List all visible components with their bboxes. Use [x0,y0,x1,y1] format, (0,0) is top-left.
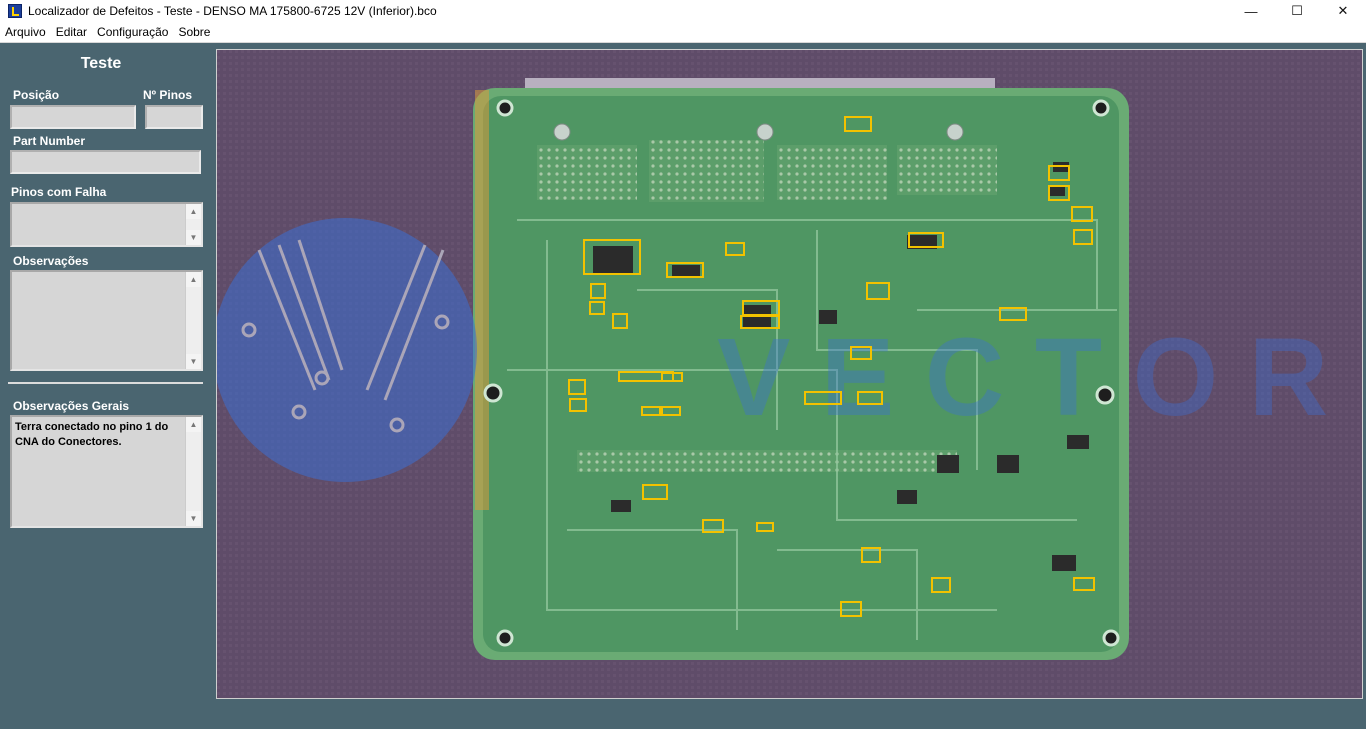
scroll-up-icon[interactable]: ▲ [186,272,201,287]
menu-configuracao[interactable]: Configuração [97,25,169,39]
svg-text:V E C T O R: V E C T O R [717,316,1328,439]
pcb-board [473,88,1129,660]
board-image-viewer[interactable]: V E C T O R [216,49,1363,699]
minimize-button[interactable]: — [1228,0,1274,22]
obs-gerais-scrollbar[interactable]: ▲ ▼ [185,417,201,526]
scroll-up-icon[interactable]: ▲ [186,204,201,219]
menu-editar[interactable]: Editar [55,25,88,39]
scroll-down-icon[interactable]: ▼ [186,354,201,369]
maximize-icon: ☐ [1291,3,1303,18]
pinos-falha-label: Pinos com Falha [11,185,107,199]
window-title: Localizador de Defeitos - Teste - DENSO … [28,4,437,18]
menu-bar: Arquivo Editar Configuração Sobre [0,22,1366,43]
part-number-label: Part Number [13,134,86,148]
pinos-falha-scrollbar[interactable]: ▲ ▼ [185,204,201,245]
maximize-button[interactable]: ☐ [1274,0,1320,22]
menu-arquivo[interactable]: Arquivo [5,25,46,39]
info-panel: Teste Posição Nº Pinos Part Number Pinos… [0,43,216,729]
scroll-up-icon[interactable]: ▲ [186,417,201,432]
panel-divider [8,382,203,384]
observacoes-scrollbar[interactable]: ▲ ▼ [185,272,201,369]
panel-title: Teste [80,55,122,72]
menu-sobre[interactable]: Sobre [178,25,211,39]
scroll-down-icon[interactable]: ▼ [186,511,201,526]
observacoes-label: Observações [13,254,89,268]
title-bar: Localizador de Defeitos - Teste - DENSO … [0,0,1366,22]
observacoes-field[interactable]: ▲ ▼ [10,270,203,371]
watermark-logo: V E C T O R [217,218,1328,482]
pinos-falha-field[interactable]: ▲ ▼ [10,202,203,247]
obs-gerais-label: Observações Gerais [13,399,130,413]
pinos-field[interactable] [145,105,203,129]
close-icon: ✕ [1337,3,1349,18]
posicao-label: Posição [13,88,60,102]
posicao-field[interactable] [10,105,136,129]
obs-gerais-field[interactable]: Terra conectado no pino 1 do CNA do Cone… [10,415,203,528]
pcb-image[interactable]: V E C T O R [217,50,1363,699]
close-button[interactable]: ✕ [1320,0,1366,22]
minimize-icon: — [1244,3,1258,19]
scroll-down-icon[interactable]: ▼ [186,230,201,245]
obs-gerais-text: Terra conectado no pino 1 do CNA do Cone… [15,421,169,448]
window-controls: — ☐ ✕ [1228,0,1366,22]
app-icon [8,4,22,18]
pinos-label: Nº Pinos [143,88,193,102]
part-number-field[interactable] [10,150,201,174]
fault-markers [568,116,1095,617]
